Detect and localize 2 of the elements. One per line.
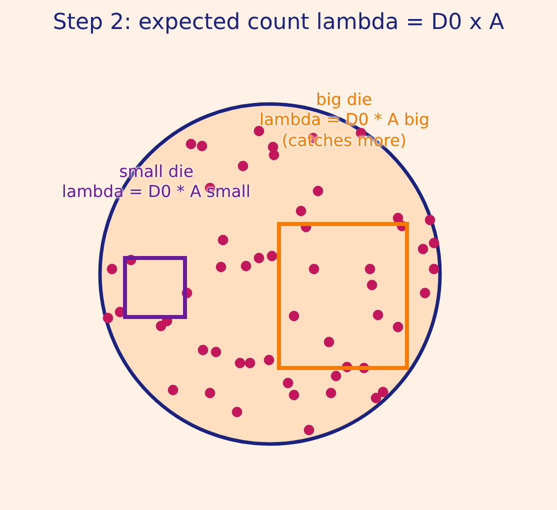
title: Step 2: expected count lambda = D0 x A (52, 10, 506, 35)
die-label: big die (316, 90, 372, 110)
